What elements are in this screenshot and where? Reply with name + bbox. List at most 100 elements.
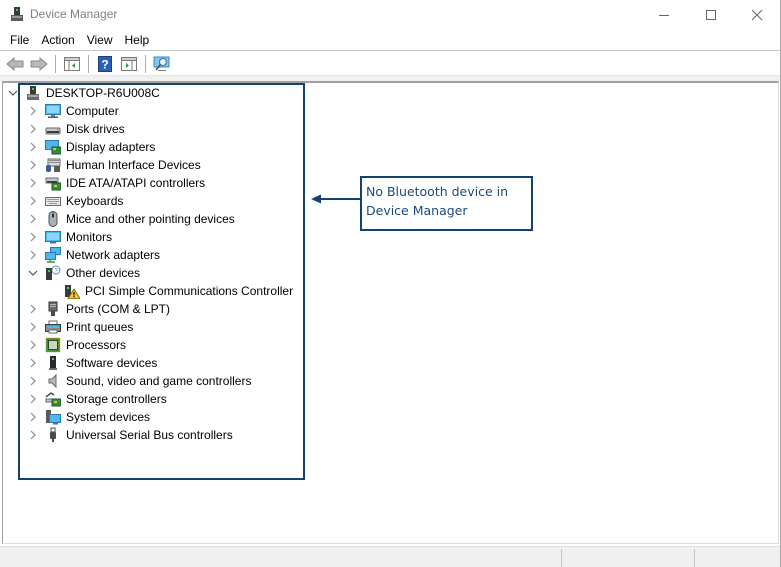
processor-icon	[45, 337, 61, 353]
back-button[interactable]	[4, 53, 26, 75]
close-icon	[751, 9, 763, 21]
device-tree[interactable]: DESKTOP-R6U008C Computer Disk drives Dis…	[2, 81, 779, 544]
minimize-icon	[659, 15, 669, 16]
tree-item-label: Disk drives	[66, 122, 125, 136]
help-icon: ?	[98, 55, 112, 72]
tree-item-label: Display adapters	[66, 140, 156, 154]
chevron-right-icon[interactable]	[27, 210, 39, 228]
chevron-right-icon[interactable]	[27, 372, 39, 390]
menu-view[interactable]: View	[86, 32, 113, 47]
tree-item-pci-simple-communications-controller[interactable]: PCI Simple Communications Controller	[46, 282, 293, 300]
tree-item-label: Monitors	[66, 230, 113, 244]
toolbar-separator	[145, 54, 146, 73]
help-button[interactable]: ?	[94, 53, 116, 75]
tree-item-network-adapters[interactable]: Network adapters	[27, 246, 160, 264]
software-device-icon	[49, 356, 57, 370]
toolbar-separator	[55, 54, 56, 73]
minimize-button[interactable]	[641, 0, 687, 30]
console-tree-button[interactable]	[61, 53, 83, 75]
scan-hardware-button[interactable]	[151, 53, 173, 75]
tree-item-label: System devices	[66, 410, 151, 424]
menu-action[interactable]: Action	[41, 32, 75, 47]
tree-item-monitors[interactable]: Monitors	[27, 228, 112, 246]
back-arrow-icon	[6, 56, 24, 71]
tree-item-label: PCI Simple Communications Controller	[85, 284, 294, 298]
tree-item-system-devices[interactable]: System devices	[27, 408, 150, 426]
chevron-down-icon[interactable]	[27, 264, 39, 282]
forward-arrow-icon	[30, 56, 48, 71]
callout-line-1: No Bluetooth device in	[366, 184, 509, 199]
chevron-right-icon[interactable]	[27, 120, 39, 138]
storage-controller-icon	[45, 392, 61, 407]
tree-item-label: Print queues	[66, 320, 134, 334]
tree-item-label: Computer	[66, 104, 119, 118]
scan-hardware-icon	[153, 56, 170, 71]
action-pane-icon	[121, 56, 137, 71]
chevron-right-icon[interactable]	[27, 192, 39, 210]
tree-item-software-devices[interactable]: Software devices	[27, 354, 157, 372]
chevron-right-icon[interactable]	[27, 300, 39, 318]
tree-item-usb-controllers[interactable]: Universal Serial Bus controllers	[27, 426, 233, 444]
tree-item-ide-controllers[interactable]: IDE ATA/ATAPI controllers	[27, 174, 205, 192]
callout-line-2: Device Manager	[366, 203, 468, 218]
chevron-right-icon[interactable]	[27, 102, 39, 120]
tree-item-disk-drives[interactable]: Disk drives	[27, 120, 125, 138]
chevron-right-icon[interactable]	[27, 390, 39, 408]
svg-text:?: ?	[54, 269, 58, 275]
tree-item-label: Network adapters	[66, 248, 161, 262]
annotation-arrow-icon	[311, 194, 361, 204]
status-bar	[0, 546, 780, 567]
tree-item-print-queues[interactable]: Print queues	[27, 318, 133, 336]
status-divider	[561, 549, 562, 567]
computer-tower-icon	[27, 86, 39, 100]
tree-item-ports[interactable]: Ports (COM & LPT)	[27, 300, 170, 318]
tree-item-label: Processors	[66, 338, 127, 352]
tree-item-label: Human Interface Devices	[66, 158, 201, 172]
maximize-icon	[706, 10, 716, 20]
tree-item-label: Mice and other pointing devices	[66, 212, 235, 226]
chevron-right-icon[interactable]	[27, 336, 39, 354]
tree-item-storage-controllers[interactable]: Storage controllers	[27, 390, 167, 408]
tree-item-other-devices[interactable]: ? Other devices	[27, 264, 140, 282]
menu-file[interactable]: File	[10, 32, 30, 47]
tree-item-sound-video-game[interactable]: Sound, video and game controllers	[27, 372, 251, 390]
close-button[interactable]	[734, 0, 780, 30]
maximize-button[interactable]	[688, 0, 734, 30]
tree-item-processors[interactable]: Processors	[27, 336, 126, 354]
ide-controller-icon	[45, 177, 61, 191]
svg-text:?: ?	[101, 57, 108, 71]
toolbar: ?	[0, 52, 780, 76]
chevron-right-icon[interactable]	[27, 228, 39, 246]
chevron-right-icon[interactable]	[27, 426, 39, 444]
chevron-down-icon[interactable]	[7, 84, 19, 102]
system-device-icon	[46, 410, 61, 425]
tree-root-node[interactable]: DESKTOP-R6U008C	[7, 84, 160, 102]
port-icon	[48, 301, 58, 316]
annotation-highlight-box	[18, 83, 305, 480]
menu-help[interactable]: Help	[124, 32, 150, 47]
console-tree-icon	[64, 56, 80, 71]
chevron-right-icon[interactable]	[27, 246, 39, 264]
unknown-device-icon: ?	[46, 265, 61, 280]
tree-item-label: Keyboards	[66, 194, 124, 208]
warning-device-icon	[65, 285, 80, 299]
tree-item-display-adapters[interactable]: Display adapters	[27, 138, 155, 156]
chevron-right-icon[interactable]	[27, 318, 39, 336]
tree-item-label: Software devices	[66, 356, 158, 370]
tree-item-human-interface-devices[interactable]: Human Interface Devices	[27, 156, 201, 174]
tree-item-label: Ports (COM & LPT)	[66, 302, 171, 316]
tree-item-keyboards[interactable]: Keyboards	[27, 192, 123, 210]
tree-item-computer[interactable]: Computer	[27, 102, 119, 120]
tree-item-mice[interactable]: Mice and other pointing devices	[27, 210, 235, 228]
tree-item-label: Other devices	[66, 266, 141, 280]
chevron-right-icon[interactable]	[27, 174, 39, 192]
chevron-right-icon[interactable]	[27, 408, 39, 426]
toolbar-divider	[0, 76, 780, 81]
menu-bar: File Action View Help	[0, 30, 780, 51]
chevron-right-icon[interactable]	[27, 156, 39, 174]
chevron-right-icon[interactable]	[27, 138, 39, 156]
action-pane-button[interactable]	[118, 53, 140, 75]
forward-button[interactable]	[28, 53, 50, 75]
chevron-right-icon[interactable]	[27, 354, 39, 372]
